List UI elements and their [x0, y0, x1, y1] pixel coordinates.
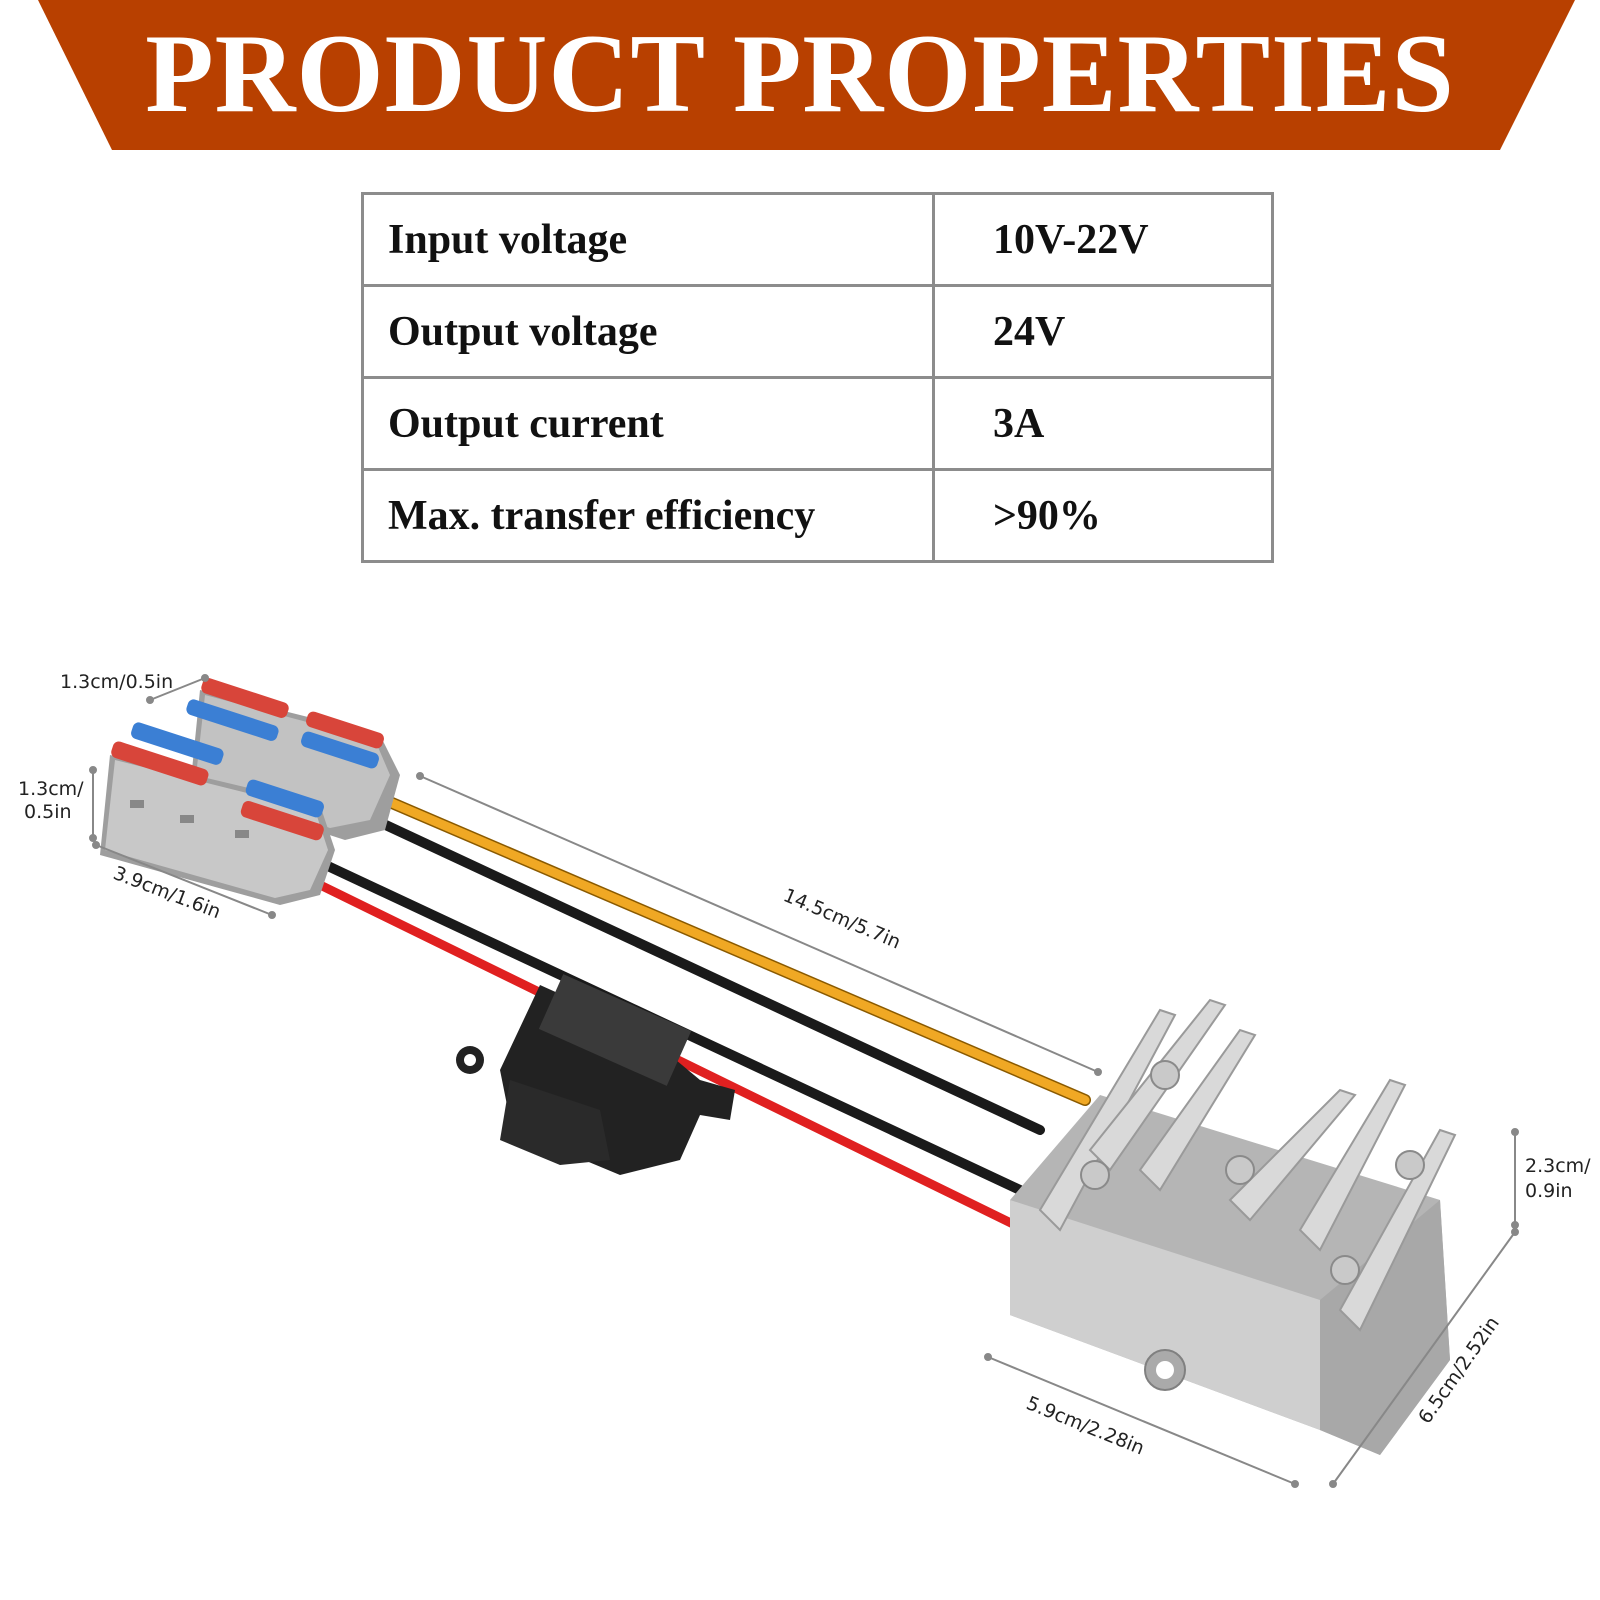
product-diagram: 1.3cm/0.5in 1.3cm/ 0.5in 3.9cm/1.6in 14.…: [18, 671, 1591, 1488]
spec-label: Max. transfer efficiency: [361, 468, 935, 563]
connector-height-label-1: 1.3cm/: [18, 778, 84, 800]
spec-label: Output voltage: [361, 284, 935, 379]
wires: [305, 794, 1091, 1230]
connector-height-label-2: 0.5in: [24, 801, 72, 823]
module-height-label-2: 0.9in: [1525, 1180, 1573, 1202]
spec-label: Input voltage: [361, 192, 935, 287]
table-row: Output current 3A: [361, 376, 1274, 471]
module-height-label-1: 2.3cm/: [1525, 1155, 1591, 1177]
yellow-wire: [380, 795, 1090, 1105]
table-row: Input voltage 10V-22V: [361, 192, 1274, 287]
spec-value: 24V: [932, 284, 1274, 379]
banner-shape: [38, 0, 1575, 150]
spec-value: 3A: [932, 376, 1274, 471]
dimension-lines: [89, 674, 1519, 1488]
fuse-holder: [456, 974, 735, 1175]
black-wire: [370, 815, 1045, 1135]
table-row: Output voltage 24V: [361, 284, 1274, 379]
banner-title: PRODUCT PROPERTIES: [145, 12, 1455, 136]
specs-table: Input voltage 10V-22V Output voltage 24V…: [361, 192, 1274, 563]
spec-value: 10V-22V: [932, 192, 1274, 287]
spec-label: Output current: [361, 376, 935, 471]
module-width-label: 5.9cm/2.28in: [1023, 1392, 1147, 1459]
connector-width-label: 1.3cm/0.5in: [60, 671, 173, 693]
title-banner: PRODUCT PROPERTIES: [0, 0, 1600, 150]
lever-connector-front: [100, 722, 335, 905]
cable-length-label: 14.5cm/5.7in: [780, 884, 904, 953]
spec-value: >90%: [932, 468, 1274, 563]
table-row: Max. transfer efficiency >90%: [361, 468, 1274, 563]
dc-converter-module: [1010, 998, 1457, 1455]
